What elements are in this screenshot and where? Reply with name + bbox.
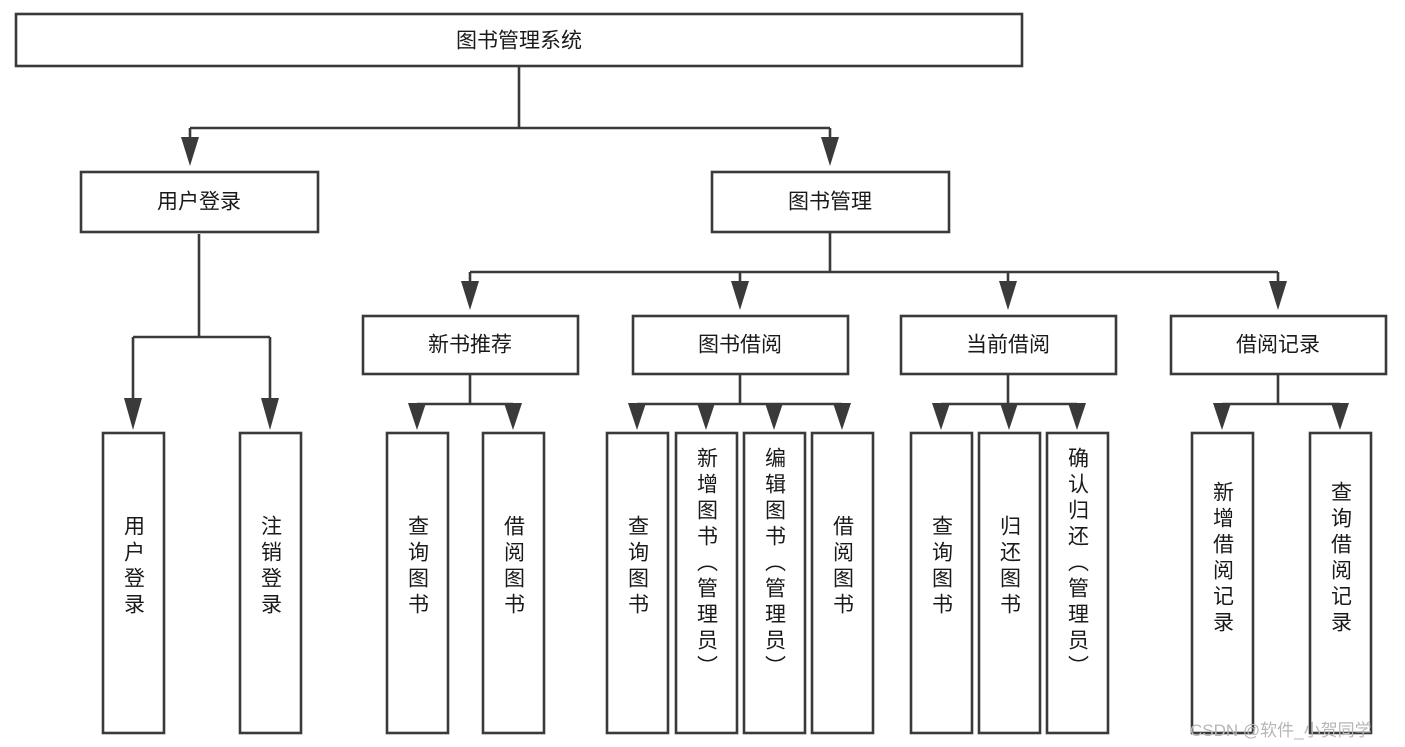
arrowhead-leaf-query-record [1331, 403, 1349, 430]
node-new-book-recommend[interactable]: 新书推荐 [361, 314, 580, 376]
node-leaf-confirm-return[interactable]: 确认归还（管理员） [1045, 431, 1110, 735]
arrowhead-leaf-borrow-book-2 [833, 403, 851, 430]
arrowhead-leaf-query-book-2 [628, 403, 646, 430]
node-leaf-query-book-1[interactable]: 查询图书 [385, 431, 450, 735]
node-current-borrow-label: 当前借阅 [966, 334, 1050, 357]
node-borrow-record-label: 借阅记录 [1236, 334, 1320, 357]
node-leaf-return-book-box[interactable] [977, 431, 1042, 735]
node-leaf-borrow-book-1-label: 借阅图书 [502, 515, 526, 619]
node-leaf-query-book-1-box[interactable] [385, 431, 450, 735]
node-book-borrow-label: 图书借阅 [698, 334, 782, 357]
node-root[interactable]: 图书管理系统 [14, 12, 1024, 68]
node-leaf-query-record-label: 查询借阅记录 [1329, 481, 1353, 637]
arrowhead-new-book-recommend [461, 281, 479, 310]
node-leaf-query-book-2[interactable]: 查询图书 [605, 431, 670, 735]
node-leaf-query-book-2-box[interactable] [605, 431, 670, 735]
node-leaf-edit-book[interactable]: 编辑图书（管理员） [742, 431, 807, 735]
node-leaf-add-book-box[interactable] [674, 431, 739, 735]
arrowhead-leaf-edit-book [765, 403, 783, 430]
node-current-borrow[interactable]: 当前借阅 [899, 314, 1118, 376]
node-book-borrow-box[interactable] [631, 314, 850, 376]
node-leaf-return-book[interactable]: 归还图书 [977, 431, 1042, 735]
connector-group-new-book-recommend [408, 374, 522, 430]
connector-group-root [181, 66, 839, 166]
node-book-borrow[interactable]: 图书借阅 [631, 314, 850, 376]
node-book-manage-box[interactable] [710, 170, 951, 234]
connector-group-book-borrow [628, 374, 851, 430]
node-root-label: 图书管理系统 [456, 30, 582, 53]
node-leaf-edit-book-box[interactable] [742, 431, 807, 735]
node-leaf-borrow-book-1[interactable]: 借阅图书 [481, 431, 546, 735]
node-leaf-confirm-return-box[interactable] [1045, 431, 1110, 735]
node-borrow-record[interactable]: 借阅记录 [1169, 314, 1388, 376]
node-leaf-user-logout[interactable]: 注销登录 [238, 431, 303, 735]
arrowhead-book-borrow [731, 281, 749, 310]
arrowhead-leaf-return-book [1000, 403, 1018, 430]
connector-group-borrow-record [1213, 374, 1349, 430]
node-leaf-user-logout-box[interactable] [238, 431, 303, 735]
node-leaf-borrow-book-2-label: 借阅图书 [831, 515, 855, 619]
node-leaf-query-record-box[interactable] [1308, 431, 1373, 735]
node-leaf-user-login-box[interactable] [101, 431, 166, 735]
node-leaf-add-record-box[interactable] [1190, 431, 1255, 735]
connector-group-current-borrow [932, 374, 1086, 430]
node-book-manage[interactable]: 图书管理 [710, 170, 951, 234]
node-book-manage-label: 图书管理 [788, 191, 872, 214]
node-leaf-add-record-label: 新增借阅记录 [1211, 481, 1235, 637]
arrowhead-leaf-user-login [124, 398, 142, 430]
node-user-login-label: 用户登录 [157, 191, 241, 214]
arrowhead-book-manage [821, 137, 839, 166]
node-leaf-query-book-1-label: 查询图书 [406, 515, 430, 619]
node-leaf-borrow-book-1-box[interactable] [481, 431, 546, 735]
node-leaf-borrow-book-2-box[interactable] [810, 431, 875, 735]
node-leaf-add-book[interactable]: 新增图书（管理员） [674, 431, 739, 735]
node-leaf-query-book-3[interactable]: 查询图书 [909, 431, 974, 735]
arrowhead-current-borrow [999, 281, 1017, 310]
node-leaf-query-book-2-label: 查询图书 [626, 515, 650, 619]
node-leaf-query-record[interactable]: 查询借阅记录 [1308, 431, 1373, 735]
node-leaf-confirm-return-label: 确认归还（管理员） [1066, 447, 1090, 681]
node-root-box[interactable] [14, 12, 1024, 68]
node-new-book-recommend-label: 新书推荐 [428, 334, 512, 357]
arrowhead-borrow-record [1269, 281, 1287, 310]
connector-group-user-login [124, 234, 279, 430]
node-current-borrow-box[interactable] [899, 314, 1118, 376]
arrowhead-leaf-user-logout [261, 398, 279, 430]
node-leaf-query-book-3-label: 查询图书 [930, 515, 954, 619]
node-leaf-borrow-book-2[interactable]: 借阅图书 [810, 431, 875, 735]
node-leaf-edit-book-label: 编辑图书（管理员） [763, 447, 787, 681]
arrowhead-leaf-add-record [1213, 403, 1231, 430]
node-new-book-recommend-box[interactable] [361, 314, 580, 376]
arrowhead-leaf-query-book-3 [932, 403, 950, 430]
node-leaf-add-book-label: 新增图书（管理员） [695, 447, 719, 681]
arrowhead-user-login [181, 137, 199, 166]
arrowhead-leaf-add-book [697, 403, 715, 430]
arrowhead-leaf-confirm-return [1068, 403, 1086, 430]
node-leaf-user-login-label: 用户登录 [122, 515, 146, 619]
node-user-login-box[interactable] [79, 170, 320, 234]
node-leaf-query-book-3-box[interactable] [909, 431, 974, 735]
node-leaf-return-book-label: 归还图书 [998, 515, 1022, 619]
node-leaf-user-logout-label: 注销登录 [259, 515, 283, 619]
node-borrow-record-box[interactable] [1169, 314, 1388, 376]
arrowhead-leaf-query-book-1 [408, 403, 426, 430]
arrowhead-leaf-borrow-book-1 [504, 403, 522, 430]
node-user-login[interactable]: 用户登录 [79, 170, 320, 234]
connector-group-book-manage [461, 232, 1287, 310]
node-leaf-user-login[interactable]: 用户登录 [101, 431, 166, 735]
node-leaf-add-record[interactable]: 新增借阅记录 [1190, 431, 1255, 735]
